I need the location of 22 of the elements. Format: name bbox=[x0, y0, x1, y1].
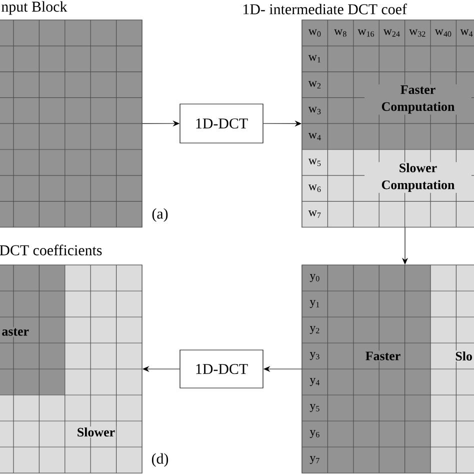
grid-title: nput Block bbox=[2, 1, 68, 15]
coefficient-label: w$_{6}$ bbox=[307, 184, 322, 193]
coefficient-label: w$_{2}$ bbox=[307, 80, 322, 90]
coefficient-label: y$_{0}$ bbox=[308, 272, 322, 284]
coefficient-label: y$_{1}$ bbox=[308, 298, 322, 310]
coefficient-label: y$_{2}$ bbox=[308, 324, 322, 336]
coefficient-label: w$_{7}$ bbox=[307, 210, 322, 219]
coefficient-label: y$_{4}$ bbox=[308, 376, 322, 388]
coefficient-label: y$_{5}$ bbox=[308, 402, 322, 414]
coefficient-label: w$_{5}$ bbox=[307, 158, 322, 168]
panel-label: (a) bbox=[152, 208, 168, 222]
region-label: Faster bbox=[364, 350, 402, 362]
grid-title: 1D- intermediate DCT coef bbox=[244, 4, 407, 14]
process-box: 1D-DCT bbox=[180, 350, 264, 388]
grid-title: DCT coefficients bbox=[0, 244, 102, 256]
process-box: 1D-DCT bbox=[180, 104, 264, 144]
region-label: Slo bbox=[454, 350, 474, 362]
coefficient-label: w$_{1}$ bbox=[307, 54, 322, 64]
panel-label: (d) bbox=[152, 453, 168, 467]
coefficient-label: y$_{6}$ bbox=[308, 428, 322, 440]
coefficient-label: y$_{7}$ bbox=[308, 454, 322, 466]
coefficient-label: y$_{3}$ bbox=[308, 350, 322, 362]
